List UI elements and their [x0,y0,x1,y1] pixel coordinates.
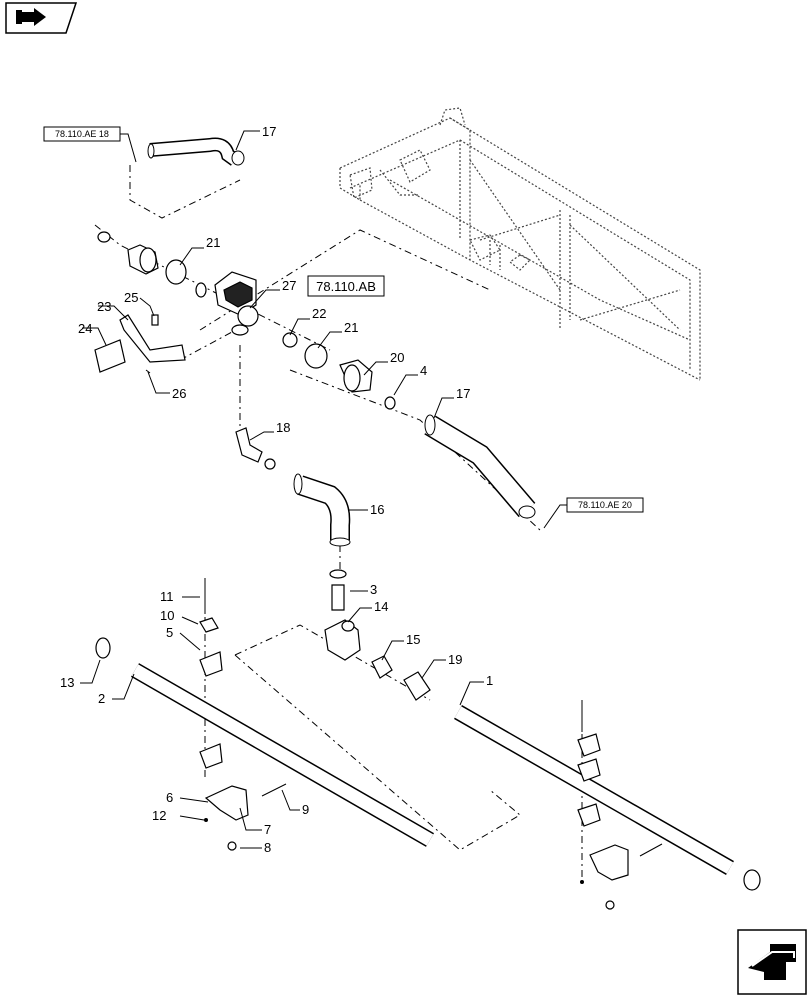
callout-21-right: 21 [344,320,358,335]
boom-frame [339,107,701,381]
hose-right [424,414,536,519]
callout-1: 1 [486,673,493,688]
hose-upper [147,137,245,166]
clamp-hardware-right [577,700,663,910]
callout-8: 8 [264,840,271,855]
valve-body [214,271,259,336]
callout-25: 25 [124,290,138,305]
reference-right[interactable]: 78.110.AE 20 [566,497,644,513]
callout-13: 13 [60,675,74,690]
svg-text:78.110.AE 18: 78.110.AE 18 [55,129,109,139]
leader-lines [80,130,484,849]
callout-10: 10 [160,608,174,623]
callout-16: 16 [370,502,384,517]
callout-12: 12 [152,808,166,823]
callout-26: 26 [172,386,186,401]
callout-22: 22 [312,306,326,321]
callout-20: 20 [390,350,404,365]
callout-15: 15 [406,632,420,647]
callout-2: 2 [98,691,105,706]
reference-top-left[interactable]: 78.110.AE 18 [43,126,121,142]
svg-text:78.110.AB: 78.110.AB [316,279,376,294]
callout-21-top: 21 [206,235,220,250]
tee-assembly [324,569,361,661]
pipe-right [454,705,761,891]
bracket-assembly [94,314,186,374]
fitting-group-right [282,332,396,410]
callout-9: 9 [302,802,309,817]
book-arrow-icon[interactable] [5,2,78,34]
callout-4: 4 [420,363,427,378]
callout-23: 23 [97,299,111,314]
callout-14: 14 [374,599,388,614]
callout-17-right: 17 [456,386,470,401]
callout-11: 11 [160,589,174,604]
coupler-group [371,655,431,701]
callout-27: 27 [282,278,296,293]
next-page-arrow-icon[interactable] [737,929,807,995]
svg-text:78.110.AE 20: 78.110.AE 20 [578,500,632,510]
pipe-left [95,637,434,847]
callout-18: 18 [276,420,290,435]
callout-7: 7 [264,822,271,837]
clamp-hardware-left [199,578,287,851]
elbow-fitting [235,427,276,470]
callout-3: 3 [370,582,377,597]
callout-24: 24 [78,321,92,336]
hose-middle [293,473,351,547]
callout-numbers: 17 21 27 25 23 24 22 21 20 4 26 17 18 16… [60,124,493,855]
callout-6: 6 [166,790,173,805]
reference-main[interactable]: 78.110.AB [307,275,385,297]
callout-5: 5 [166,625,173,640]
callout-19: 19 [448,652,462,667]
callout-17-top: 17 [262,124,276,139]
fitting-group-upper [97,231,207,298]
